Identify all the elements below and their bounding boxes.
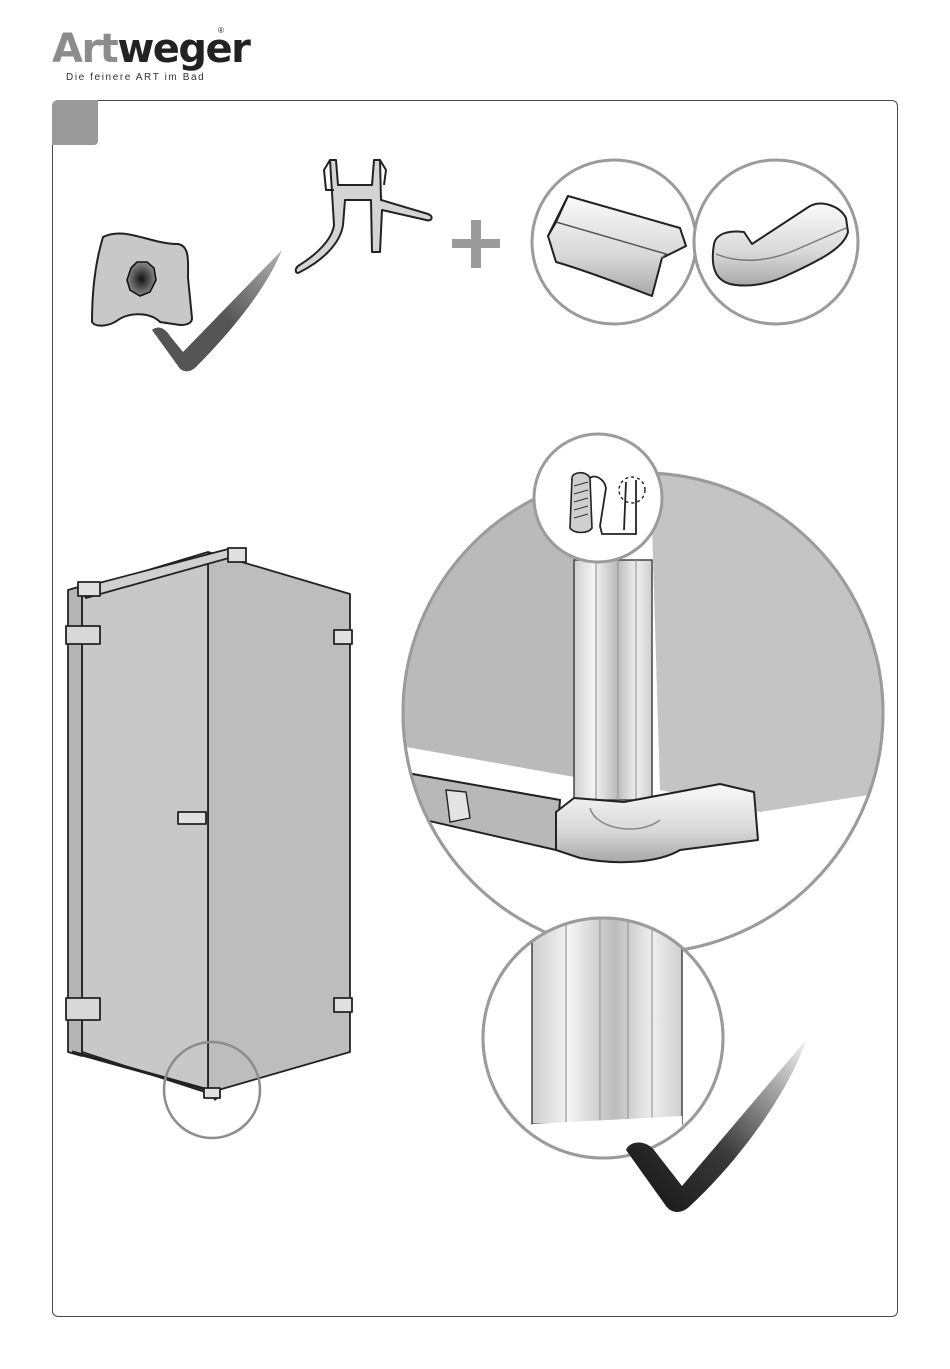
end-cap-detail (532, 160, 696, 324)
profile-section-detail (534, 434, 662, 562)
corner-cap-detail (694, 160, 858, 324)
seal-profile (296, 160, 432, 273)
glass-hole-detail (92, 233, 192, 325)
plus-icon (452, 220, 500, 268)
shower-enclosure (66, 548, 352, 1100)
seal-bottom-detail (483, 918, 723, 1160)
